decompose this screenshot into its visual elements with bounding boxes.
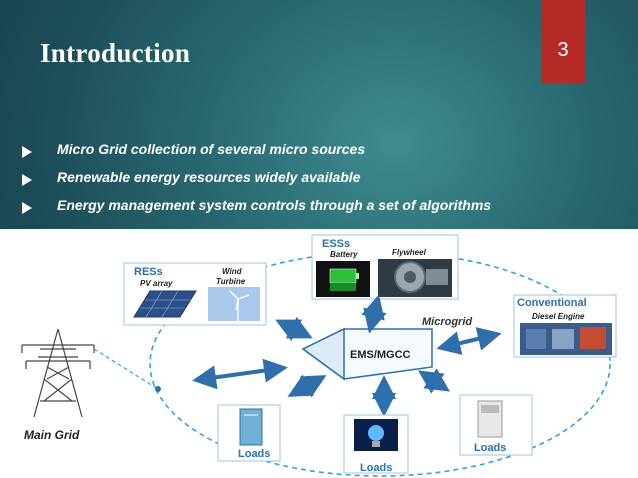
svg-text:Turbine: Turbine (216, 277, 246, 286)
bullet-text: Renewable energy resources widely availa… (57, 169, 361, 185)
ems-mgcc-label: EMS/MGCC (350, 349, 411, 361)
bullet-text: Micro Grid collection of several micro s… (57, 141, 366, 157)
load-label: Loads (474, 442, 506, 454)
microgrid-label: Microgrid (422, 316, 472, 328)
pv-array-icon (133, 290, 197, 318)
wind-turbine-label: Wind (222, 267, 243, 276)
cabinet-icon (239, 408, 263, 446)
wind-turbine-icon (208, 287, 260, 321)
flow-arrows (192, 294, 502, 417)
arrow-ems-load-right (418, 368, 450, 394)
grid-connection-line (93, 348, 159, 390)
ess-title: ESSs (322, 238, 350, 250)
battery-label: Battery (330, 250, 358, 259)
conventional-title: Conventional (517, 297, 587, 309)
appliance-icon (477, 400, 503, 438)
bullet-arrow-icon (22, 174, 32, 186)
bullet-arrow-icon (22, 146, 32, 158)
slide-title: Introduction (40, 38, 191, 68)
arrow-ems-grid (192, 358, 288, 390)
arrow-ems-load-left (287, 374, 327, 398)
load-box-left: Loads (217, 404, 281, 462)
arrow-ems-conventional (436, 327, 502, 355)
ems-mgcc-box: EMS/MGCC (301, 327, 433, 381)
load-box-middle: Loads (343, 414, 409, 474)
transmission-tower-icon (21, 328, 95, 418)
flywheel-label: Flywheel (392, 248, 427, 257)
ess-box: ESSs Battery Flywheel (311, 234, 459, 300)
res-box: RESs PV array Wind Turbine (123, 262, 267, 326)
bullet-text: Energy management system controls throug… (57, 197, 492, 213)
res-title: RESs (134, 266, 163, 278)
lightbulb-icon (354, 419, 398, 451)
microgrid-diagram: Main Grid RESs PV array Wind Turbine (0, 229, 638, 478)
diesel-engine-icon (520, 323, 612, 355)
arrow-ems-res (275, 316, 313, 342)
main-grid-label: Main Grid (24, 428, 80, 442)
flywheel-icon (378, 259, 452, 297)
bullet-arrow-icon (22, 202, 32, 214)
point-of-common-coupling (155, 386, 161, 392)
diesel-engine-label: Diesel Engine (532, 312, 585, 321)
pv-array-label: PV array (140, 279, 173, 288)
page-number-badge: 3 (541, 0, 585, 83)
load-label: Loads (360, 462, 392, 474)
conventional-box: Conventional Diesel Engine (513, 294, 617, 358)
load-box-right: Loads (459, 394, 533, 456)
arrow-ems-ess (361, 294, 387, 334)
load-label: Loads (238, 448, 270, 460)
battery-icon (316, 261, 370, 297)
